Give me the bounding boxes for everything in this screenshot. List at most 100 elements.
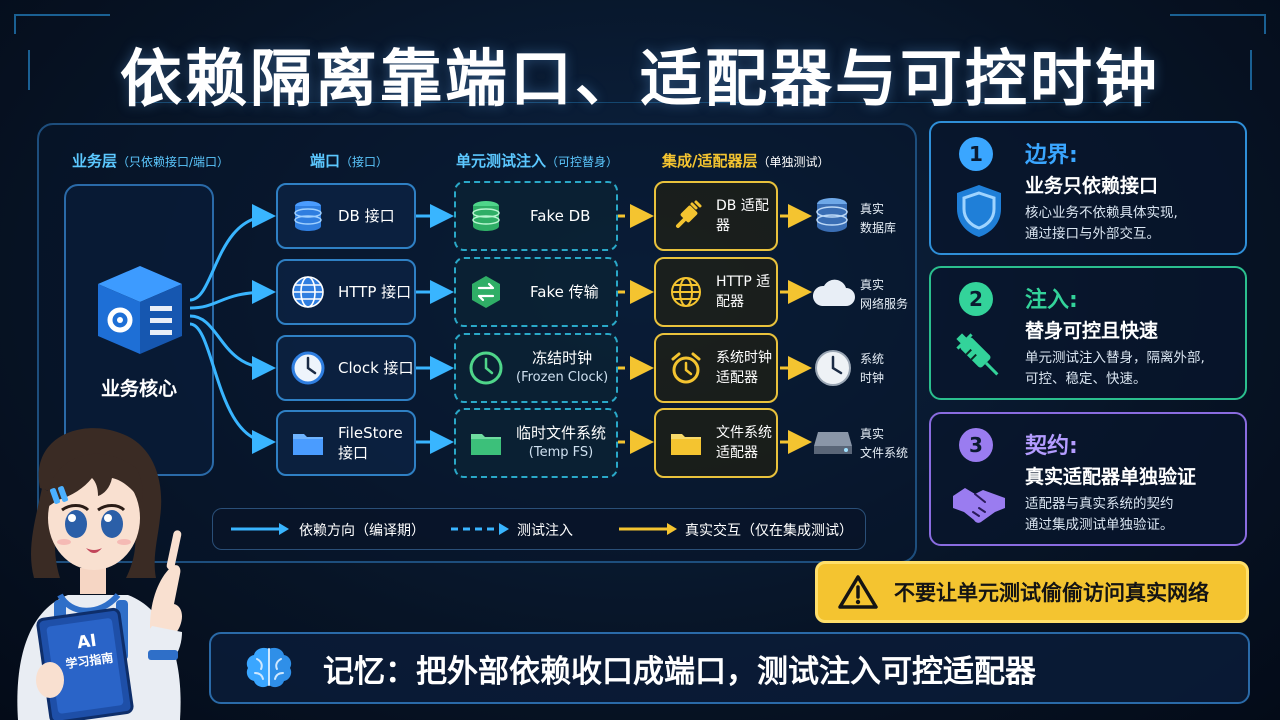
real-system-label: 真实文件系统 (860, 425, 908, 463)
folder-icon (293, 434, 323, 455)
fake-label: Fake 传输 (530, 283, 599, 301)
brain-icon (246, 647, 292, 688)
adapter-label-2: 适配器 (716, 370, 758, 386)
legend: 依赖方向（编译期） 测试注入 真实交互（仅在集成测试） (212, 508, 866, 550)
page-title: 依赖隔离靠端口、适配器与可控时钟 (119, 42, 1160, 115)
frame-decoration (28, 50, 30, 90)
business-core-label: 业务核心 (100, 378, 177, 400)
database-icon (294, 201, 322, 231)
column-header-business: 业务层（只依赖接口/端口） (72, 150, 229, 171)
card-body-line: 单元测试注入替身，隔离外部, (1025, 350, 1205, 366)
frame-decoration (1250, 50, 1252, 90)
card-title: 注入: (1025, 288, 1078, 313)
adapter-label: HTTP 适配器 (716, 274, 771, 310)
database-icon (816, 198, 848, 232)
column-header-label: 单元测试注入 (456, 152, 547, 170)
real-label-line: 真实 (860, 427, 885, 441)
fake-label: 临时文件系统 (516, 424, 607, 442)
database-icon (472, 201, 500, 231)
temp-fs: 临时文件系统 (Temp FS) (454, 408, 618, 478)
real-system-label: 真实数据库 (860, 200, 896, 238)
port-label-2: 接口 (338, 444, 369, 462)
adapter-label: DB 适配器 (716, 198, 769, 234)
hard-drive-icon (814, 432, 852, 454)
column-header-sub: （可控替身） (546, 155, 619, 169)
clock-icon (469, 351, 503, 385)
card-contract: 3 契约: 真实适配器单独验证 适配器与真实系统的契约 通过集成测试单独验证。 (929, 412, 1247, 546)
port-label: FileStore (338, 424, 403, 442)
memory-bar: 记忆：把外部依赖收口成端口，测试注入可控适配器 (209, 632, 1250, 704)
column-header-sub: （单独测试） (757, 155, 830, 169)
adapter-label-2: 适配器 (716, 445, 758, 461)
adapter-text: 文件系统 适配器 (716, 423, 772, 463)
fake-label: Fake DB (530, 207, 591, 225)
adapter-label: 文件系统 (716, 425, 772, 441)
warning-text: 不要让单元测试偷偷访问真实网络 (894, 581, 1209, 605)
card-body-line: 通过集成测试单独验证。 (1025, 517, 1174, 533)
column-header-sub: （只依赖接口/端口） (117, 155, 230, 169)
card-number: 2 (959, 282, 993, 316)
card-heading: 替身可控且快速 (1025, 320, 1159, 342)
fake-db: Fake DB (454, 181, 618, 251)
legend-solid-arrow (231, 523, 289, 535)
card-boundary: 1 边界: 业务只依赖接口 核心业务不依赖具体实现, 通过接口与外部交互。 (929, 121, 1247, 255)
db-adapter: DB 适配器 (654, 181, 778, 251)
folder-icon (471, 434, 501, 455)
port-text: FileStore 接口 (338, 423, 403, 463)
handshake-icon (953, 488, 1005, 523)
card-heading: 业务只依赖接口 (1025, 175, 1159, 197)
column-header-port: 端口（接口） (310, 150, 388, 171)
card-body-line: 适配器与真实系统的契约 (1025, 496, 1174, 512)
card-heading: 真实适配器单独验证 (1025, 466, 1197, 488)
adapter-label: 系统时钟 (716, 350, 772, 366)
real-system-label: 系统时钟 (860, 350, 884, 388)
real-label-line: 网络服务 (860, 297, 909, 311)
legend-yellow-arrow (619, 523, 677, 535)
globe-icon (292, 276, 324, 308)
dependency-arrows (189, 204, 812, 454)
business-core-cube-icon (98, 266, 182, 354)
cloud-icon (812, 279, 855, 306)
syringe-icon (956, 333, 999, 376)
legend-dashed-arrow (451, 523, 509, 535)
system-clock-adapter: 系统时钟 适配器 (654, 333, 778, 403)
real-label-line: 数据库 (860, 221, 897, 235)
card-body-line: 可控、稳定、快速。 (1025, 371, 1147, 387)
card-title: 契约: (1025, 434, 1078, 459)
column-header-unit: 单元测试注入（可控替身） (456, 150, 618, 171)
fake-sublabel: (Temp FS) (528, 445, 594, 460)
real-label-line: 文件系统 (860, 446, 909, 460)
card-body: 单元测试注入替身，隔离外部, 可控、稳定、快速。 (1025, 348, 1240, 390)
fake-text: 冻结时钟 (Frozen Clock) (516, 348, 608, 388)
card-body: 适配器与真实系统的契约 通过集成测试单独验证。 (1025, 494, 1240, 536)
card-title: 边界: (1025, 143, 1078, 168)
http-adapter: HTTP 适配器 (654, 257, 778, 327)
card-number: 3 (959, 428, 993, 462)
clock-icon (815, 350, 851, 386)
legend-yellow-label: 真实交互（仅在集成测试） (685, 523, 853, 539)
frame-decoration (130, 102, 1150, 104)
alarm-clock-icon (671, 352, 701, 384)
real-label-line: 时钟 (860, 371, 885, 385)
real-label-line: 系统 (860, 352, 885, 366)
warning-banner: 不要让单元测试偷偷访问真实网络 (815, 561, 1249, 623)
globe-icon (671, 277, 701, 307)
column-header-adapter: 集成/适配器层（单独测试） (662, 150, 830, 171)
column-header-sub: （接口） (340, 155, 389, 169)
frame-decoration (14, 14, 110, 34)
port-http-interface: HTTP 接口 (276, 259, 416, 325)
card-number: 1 (959, 137, 993, 171)
memory-text: 记忆：把外部依赖收口成端口，测试注入可控适配器 (323, 653, 1036, 690)
port-label: DB 接口 (338, 207, 395, 225)
legend-dashed-label: 测试注入 (517, 523, 573, 539)
port-clock-interface: Clock 接口 (276, 335, 416, 401)
real-label-line: 真实 (860, 278, 885, 292)
column-header-label: 集成/适配器层 (662, 152, 758, 170)
port-filestore-interface: FileStore 接口 (276, 410, 416, 476)
legend-solid-label: 依赖方向（编译期） (299, 523, 425, 539)
card-body: 核心业务不依赖具体实现, 通过接口与外部交互。 (1025, 203, 1240, 245)
column-header-label: 端口 (310, 152, 341, 170)
port-label: Clock 接口 (338, 359, 414, 377)
real-label-line: 真实 (860, 202, 885, 216)
frame-decoration (1170, 14, 1266, 34)
